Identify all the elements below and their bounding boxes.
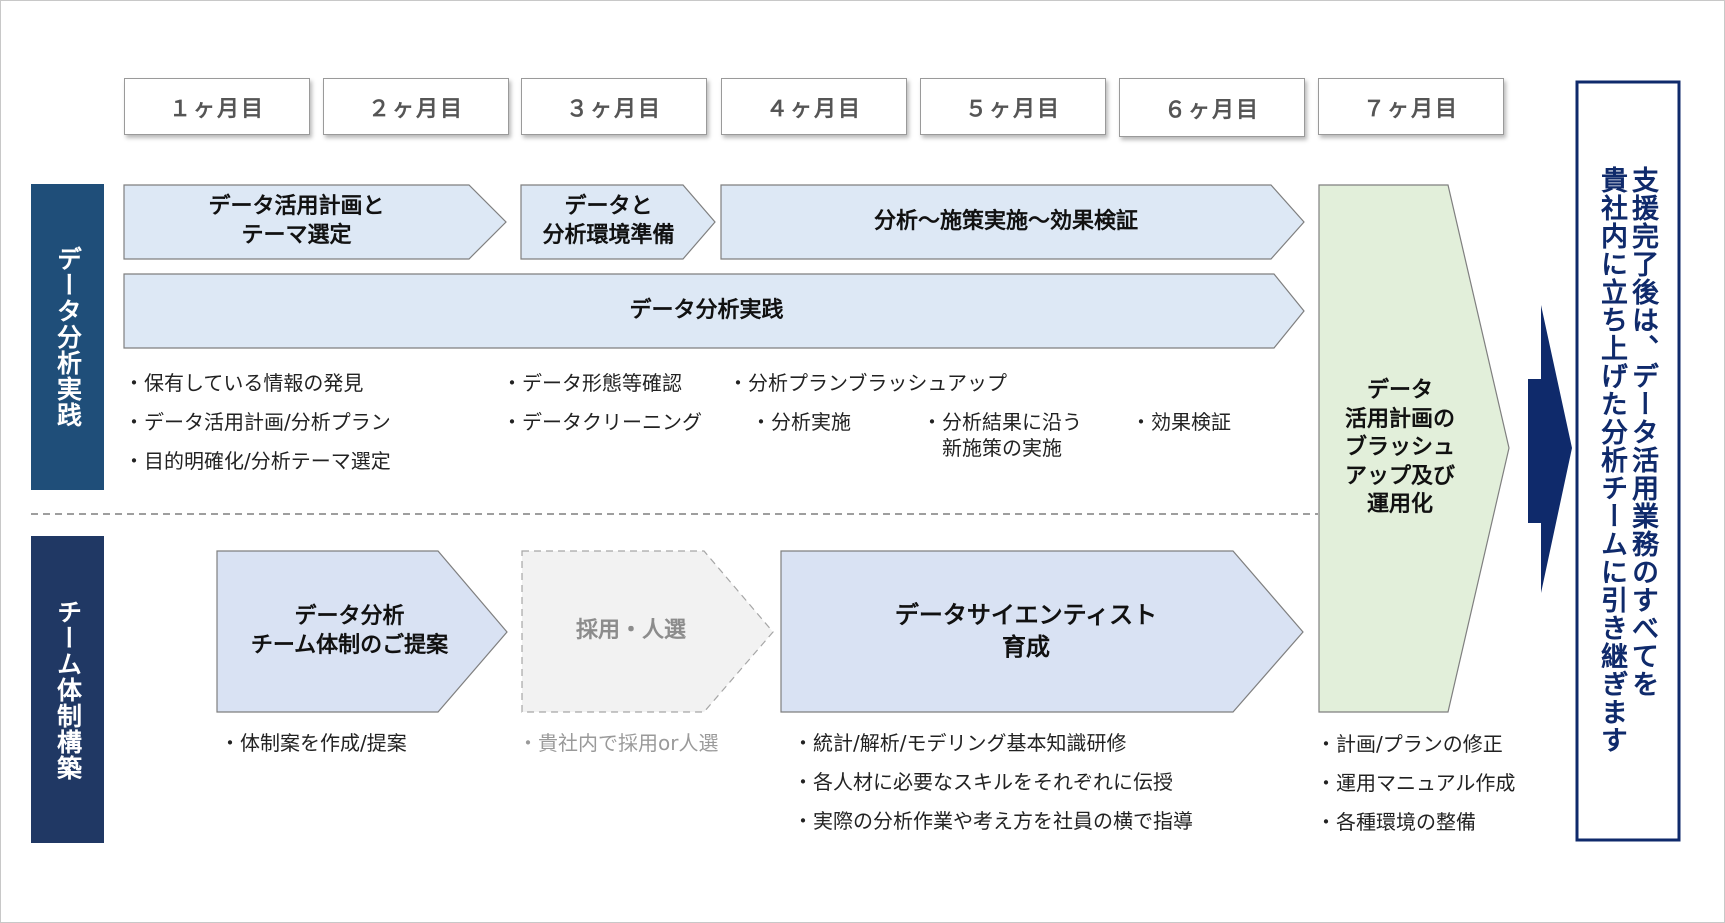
hiring-label: 採用・人選 (575, 618, 686, 644)
note-theme: ・目的明確化/分析テーマ選定 (124, 449, 391, 473)
note-discover-info: ・保有している情報の発見 (124, 371, 364, 395)
month-7: ７ヶ月目 (1318, 78, 1504, 135)
note-guidance: ・実際の分析作業や考え方を社員の横で指導 (793, 809, 1193, 833)
note-effect: ・効果検証 (1131, 410, 1231, 434)
note-analysis: ・分析実施 (751, 410, 851, 434)
final-box (1575, 80, 1681, 842)
note-hiring: ・貴社内で採用or人選 (518, 731, 719, 755)
brushup-label: データ 活用計画の ブラッシュ アップ及び 運用化 (1344, 378, 1455, 518)
note-data-cleaning: ・データクリーニング (502, 410, 702, 434)
section-label-practice: データ分析実践 (53, 246, 83, 428)
note-data-format: ・データ形態等確認 (502, 371, 682, 395)
scientist-label: データサイエンティスト育成 (894, 601, 1158, 661)
phase-practice-label: データ分析実践 (629, 297, 784, 323)
note-new-measures: ・分析結果に沿う 新施策の実施 (922, 410, 1082, 460)
practice-label-bg (31, 184, 104, 490)
phase-plan-label: データ活用計画とテーマ選定 (208, 194, 385, 248)
phase-env-shape (520, 184, 716, 260)
scientist-shape (780, 550, 1304, 713)
month-3: ３ヶ月目 (521, 78, 707, 135)
month-5: ５ヶ月目 (920, 78, 1106, 135)
month-1: １ヶ月目 (124, 78, 310, 135)
phase-env-label: データと分析環境準備 (542, 194, 675, 248)
phase-plan-shape (123, 184, 507, 260)
hiring-shape (521, 550, 774, 713)
month-2: ２ヶ月目 (323, 78, 509, 135)
phase-practice-shape (123, 273, 1305, 349)
team-proposal-shape (216, 550, 508, 713)
month-6: ６ヶ月目 (1119, 78, 1305, 137)
final-message: 支援完了後は、データ活用業務のすべてを 貴社内に立ち上げた分析チームに引き継ぎま… (1575, 82, 1679, 838)
team-label-bg (31, 536, 104, 843)
note-manual: ・運用マニュアル作成 (1316, 771, 1516, 795)
final-message-line1: 支援完了後は、データ活用業務のすべてを (1627, 166, 1659, 698)
note-plan: ・データ活用計画/分析プラン (124, 410, 391, 434)
note-training: ・統計/解析/モデリング基本知識研修 (793, 731, 1127, 755)
month-4: ４ヶ月目 (721, 78, 907, 135)
note-plan-brushup: ・分析プランブラッシュアップ (728, 371, 1007, 395)
note-skills: ・各人材に必要なスキルをそれぞれに伝授 (793, 770, 1173, 794)
final-message-line2: 貴社内に立ち上げた分析チームに引き継ぎます (1596, 166, 1627, 754)
brushup-shape (1318, 184, 1510, 713)
note-environment: ・各種環境の整備 (1316, 810, 1476, 834)
navy-arrow (1528, 305, 1572, 593)
team-proposal-label: データ分析チーム体制のご提案 (250, 603, 449, 658)
note-revise-plan: ・計画/プランの修正 (1316, 732, 1503, 756)
section-label-team: チーム体制構築 (53, 598, 83, 781)
note-team-plan: ・体制案を作成/提案 (220, 731, 407, 755)
phase-analysis-label: 分析～施策実施～効果検証 (873, 208, 1138, 234)
phase-analysis-shape (720, 184, 1305, 260)
